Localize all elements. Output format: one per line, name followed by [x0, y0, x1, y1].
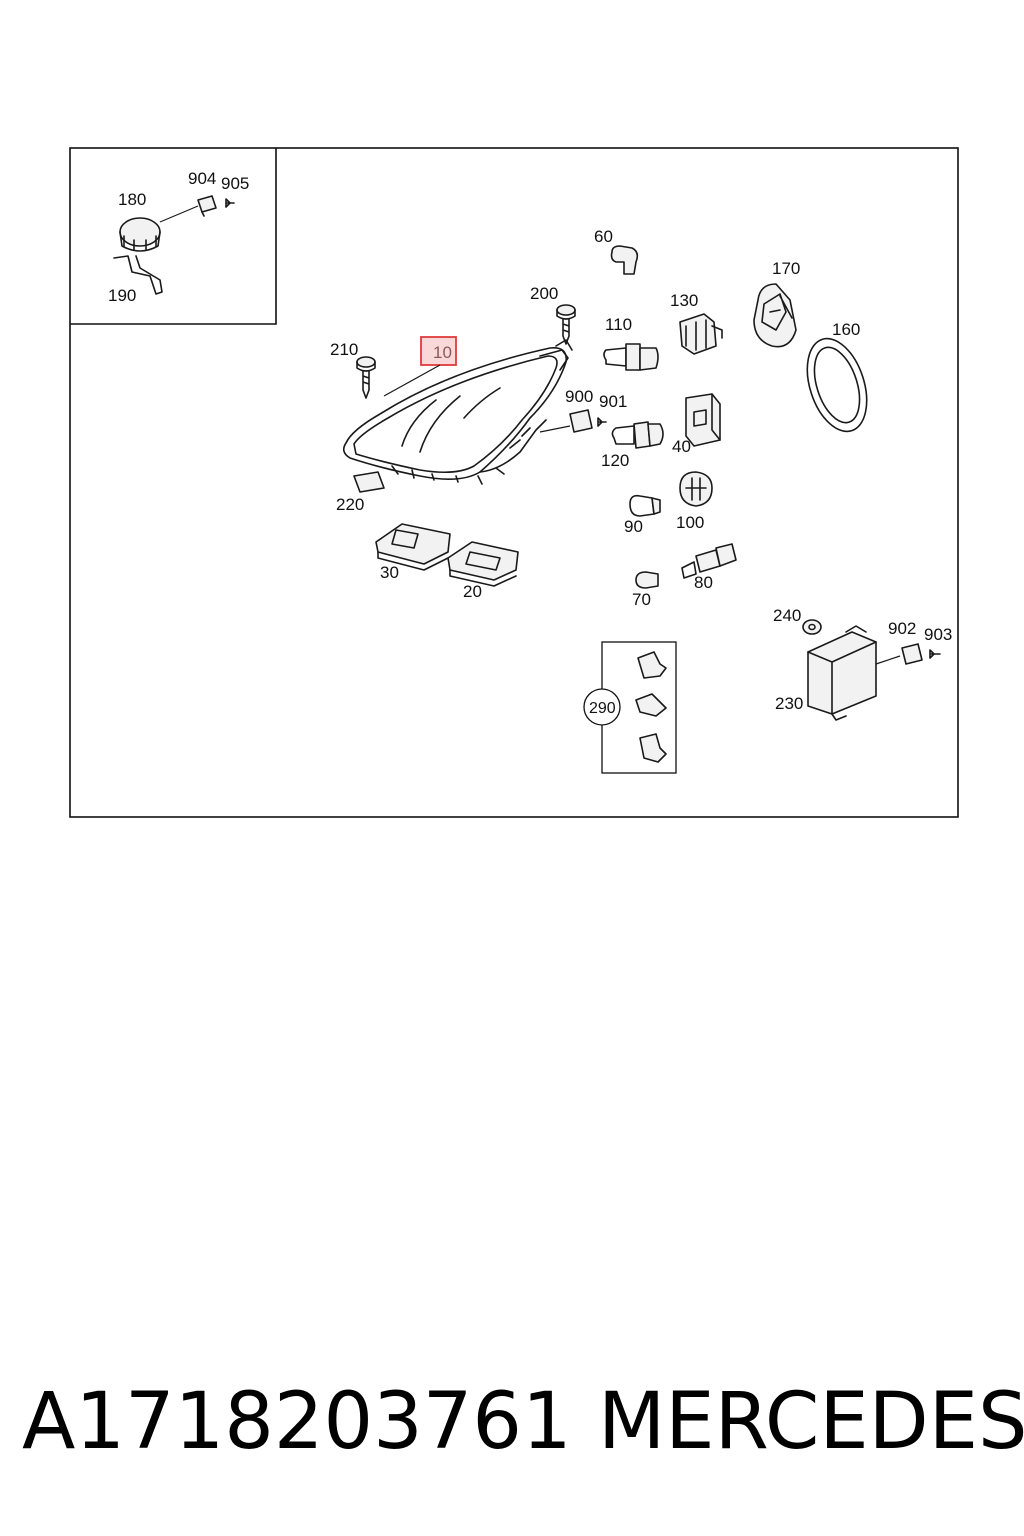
part-290-clips: [635, 651, 667, 763]
label-230: 230: [775, 694, 803, 713]
label-70: 70: [632, 590, 651, 609]
label-130: 130: [670, 291, 698, 310]
part-60-elbow: [610, 245, 639, 275]
label-20: 20: [463, 582, 482, 601]
part-902-connector: [901, 643, 923, 665]
part-905-pin: [225, 198, 235, 208]
callout-10-highlight: [420, 336, 457, 366]
label-900: 900: [565, 387, 593, 406]
part-100-socket: [679, 471, 713, 507]
label-210: 210: [330, 340, 358, 359]
label-902: 902: [888, 619, 916, 638]
label-190: 190: [108, 286, 136, 305]
part-10-headlamp: [342, 339, 573, 485]
label-110: 110: [605, 315, 632, 334]
label-904: 904: [188, 169, 216, 188]
label-30: 30: [380, 563, 399, 582]
part-190-bracket: [113, 255, 163, 295]
label-60: 60: [594, 227, 613, 246]
part-20-ballast: [447, 541, 519, 587]
label-240: 240: [773, 606, 801, 625]
label-905: 905: [221, 174, 249, 193]
part-903-pin: [929, 649, 941, 659]
label-80: 80: [694, 573, 713, 592]
part-180-cap: [119, 217, 161, 252]
label-10: 10: [433, 343, 452, 362]
label-120: 120: [601, 451, 629, 470]
label-180: 180: [118, 190, 146, 209]
part-230-control-unit: [807, 625, 901, 721]
part-220-clip: [353, 471, 385, 493]
inset-frame: [70, 148, 277, 325]
label-903: 903: [924, 625, 952, 644]
part-40-block: [685, 393, 721, 447]
label-100: 100: [676, 513, 704, 532]
part-80-socket: [681, 543, 737, 579]
part-200-screw: [556, 304, 576, 345]
part-900-connector: [539, 409, 593, 433]
part-901-pin: [597, 417, 607, 427]
part-120-bulb: [611, 421, 664, 449]
diagram-frame: [69, 147, 959, 818]
label-40: 40: [672, 437, 691, 456]
part-number: A1718203761: [22, 1377, 572, 1467]
part-130-socket: [679, 313, 723, 355]
part-904-connector: [197, 195, 217, 217]
label-220: 220: [336, 495, 364, 514]
label-901: 901: [599, 392, 627, 411]
label-160: 160: [832, 320, 860, 339]
part-70-bulb: [635, 571, 659, 589]
callout-labels: 904 905 180 190 60 170 200 130 110 160 1…: [108, 169, 952, 717]
callout-290-circle: [583, 688, 621, 726]
part-170-module: [753, 283, 797, 348]
part-240-washer: [802, 619, 822, 635]
label-170: 170: [772, 259, 800, 278]
part-160-ring: [806, 337, 868, 433]
label-90: 90: [624, 517, 643, 536]
part-210-screw: [356, 356, 376, 399]
part-110-bulb: [603, 343, 659, 371]
label-200: 200: [530, 284, 558, 303]
label-290: 290: [589, 700, 616, 717]
part-90-bulb: [629, 494, 661, 517]
part-30-ballast: [375, 523, 451, 571]
brand-name: MERCEDES: [598, 1377, 1024, 1467]
